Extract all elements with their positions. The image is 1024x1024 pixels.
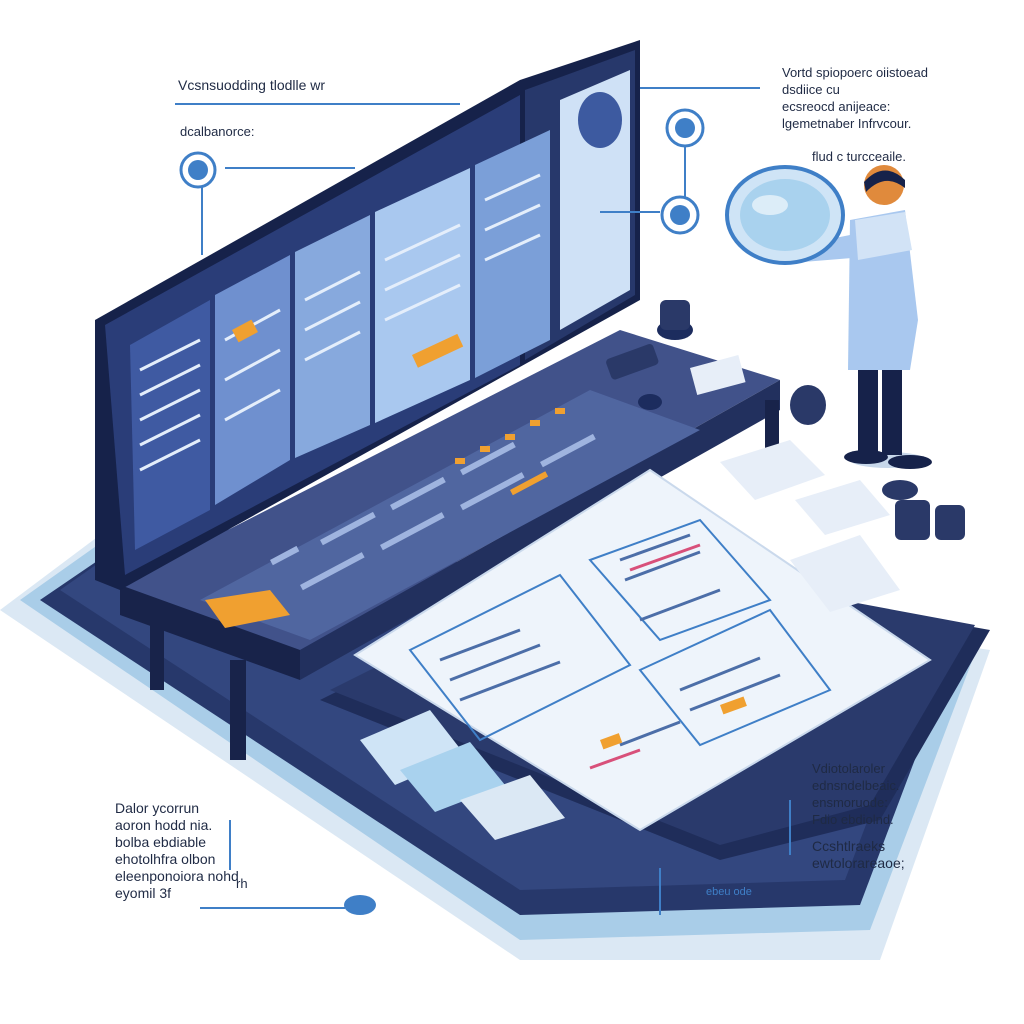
annotation-line: eleenponoiora nohd [115, 868, 239, 884]
annotation-bottom-left: Dalor ycorrun aoron hodd nia. bolba ebdi… [115, 800, 239, 902]
annotation-sub-top-left: dcalbanorce: [180, 124, 255, 139]
annotation-line: ednsndelbeaic. [812, 778, 900, 793]
annotation-line: Ccshtlraeks [812, 838, 886, 854]
annotation-line: lgemetnaber Infrvcour. [782, 116, 912, 131]
loose-papers [360, 440, 900, 840]
annotation-bottom-center: ebeu ode [706, 886, 752, 898]
keyboard [200, 390, 700, 640]
annotation-line: dsdiice cu [782, 82, 840, 97]
annotation-line: ecsreocd anijeace: [782, 99, 891, 114]
annotation-line: bolba ebdiable [115, 834, 207, 850]
desk-gadgets [606, 300, 965, 540]
gear-icon [665, 108, 705, 148]
annotation-line: Fdio ebdiolnd. [812, 812, 894, 827]
annotation-line: Dalor ycorrun [115, 800, 200, 816]
chat-bubble-icon [179, 151, 217, 189]
annotation-line: ensmoruode: [812, 795, 888, 810]
monitor [95, 40, 640, 590]
annotation-title-top-left: Vcsnsuodding tlodlle wr [178, 77, 326, 93]
annotation-bottom-right: Vdiotolaroler ednsndelbeaic. ensmoruode:… [812, 760, 899, 828]
magnifier-lens [725, 165, 845, 265]
annotation-line: aoron hodd nia. [115, 817, 213, 833]
scientist-figure [800, 165, 932, 469]
pointer-icon [344, 895, 376, 915]
annotation-line: Vdiotolaroler [812, 761, 885, 776]
link-icon [660, 195, 700, 235]
annotation-top-right: Vortd spiopoerc oiistoead dsdiice cu ecs… [782, 64, 928, 132]
annotation-line: ehotolhfra olbon [115, 851, 216, 867]
document-sheet [353, 468, 932, 832]
annotation-line: eyomil 3f [115, 885, 172, 901]
annotation-bottom-right-2: Ccshtlraeks ewtolorareaoe; [812, 838, 905, 872]
annotation-bottom-left-small: rh [236, 876, 248, 891]
annotation-top-right-small: flud c turcceaile. [812, 149, 906, 164]
annotation-line: ewtolorareaoe; [812, 855, 905, 871]
annotation-line: Vortd spiopoerc oiistoead [782, 65, 928, 80]
